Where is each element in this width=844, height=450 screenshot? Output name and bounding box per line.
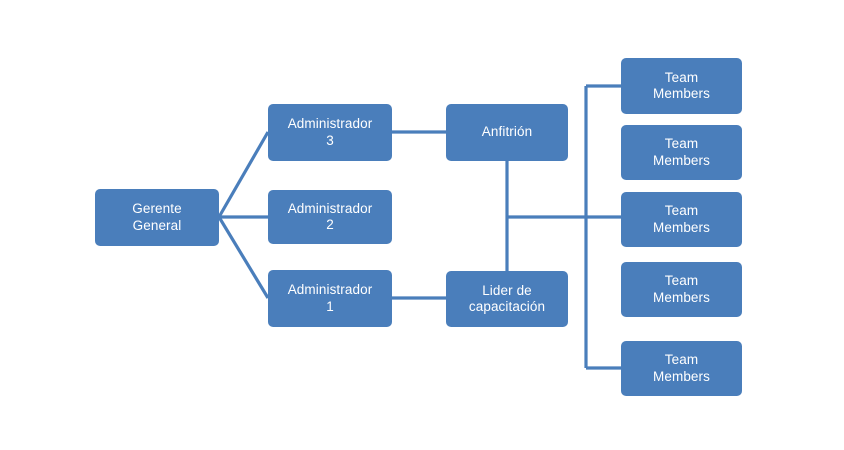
node-lider-de-capacitacion-label: Lider de capacitación [468,282,546,314]
edge-gerente-to-admin3 [217,131,270,218]
node-anfitrion-label: Anfitrión [481,124,533,140]
node-administrador-2-label: Administrador 2 [287,200,373,232]
node-team-members-1[interactable]: Team Members [621,58,742,114]
node-team-members-2-label: Team Members [653,136,710,168]
node-lider-de-capacitacion[interactable]: Lider de capacitación [446,271,568,327]
node-administrador-3[interactable]: Administrador 3 [268,104,392,161]
node-team-members-2[interactable]: Team Members [621,125,742,180]
node-administrador-3-label: Administrador 3 [287,116,373,148]
node-anfitrion[interactable]: Anfitrión [446,104,568,161]
node-gerente-general-label: Gerente General [132,201,182,233]
node-team-members-3[interactable]: Team Members [621,192,742,247]
edge-gerente-to-admin1 [217,216,270,299]
node-team-members-1-label: Team Members [653,69,710,101]
node-team-members-3-label: Team Members [653,203,710,235]
node-team-members-5[interactable]: Team Members [621,341,742,396]
node-administrador-1[interactable]: Administrador 1 [268,270,392,327]
node-administrador-2[interactable]: Administrador 2 [268,190,392,244]
node-team-members-5-label: Team Members [653,352,710,384]
node-gerente-general[interactable]: Gerente General [95,189,219,246]
node-team-members-4[interactable]: Team Members [621,262,742,317]
node-administrador-1-label: Administrador 1 [287,282,373,314]
node-team-members-4-label: Team Members [653,273,710,305]
